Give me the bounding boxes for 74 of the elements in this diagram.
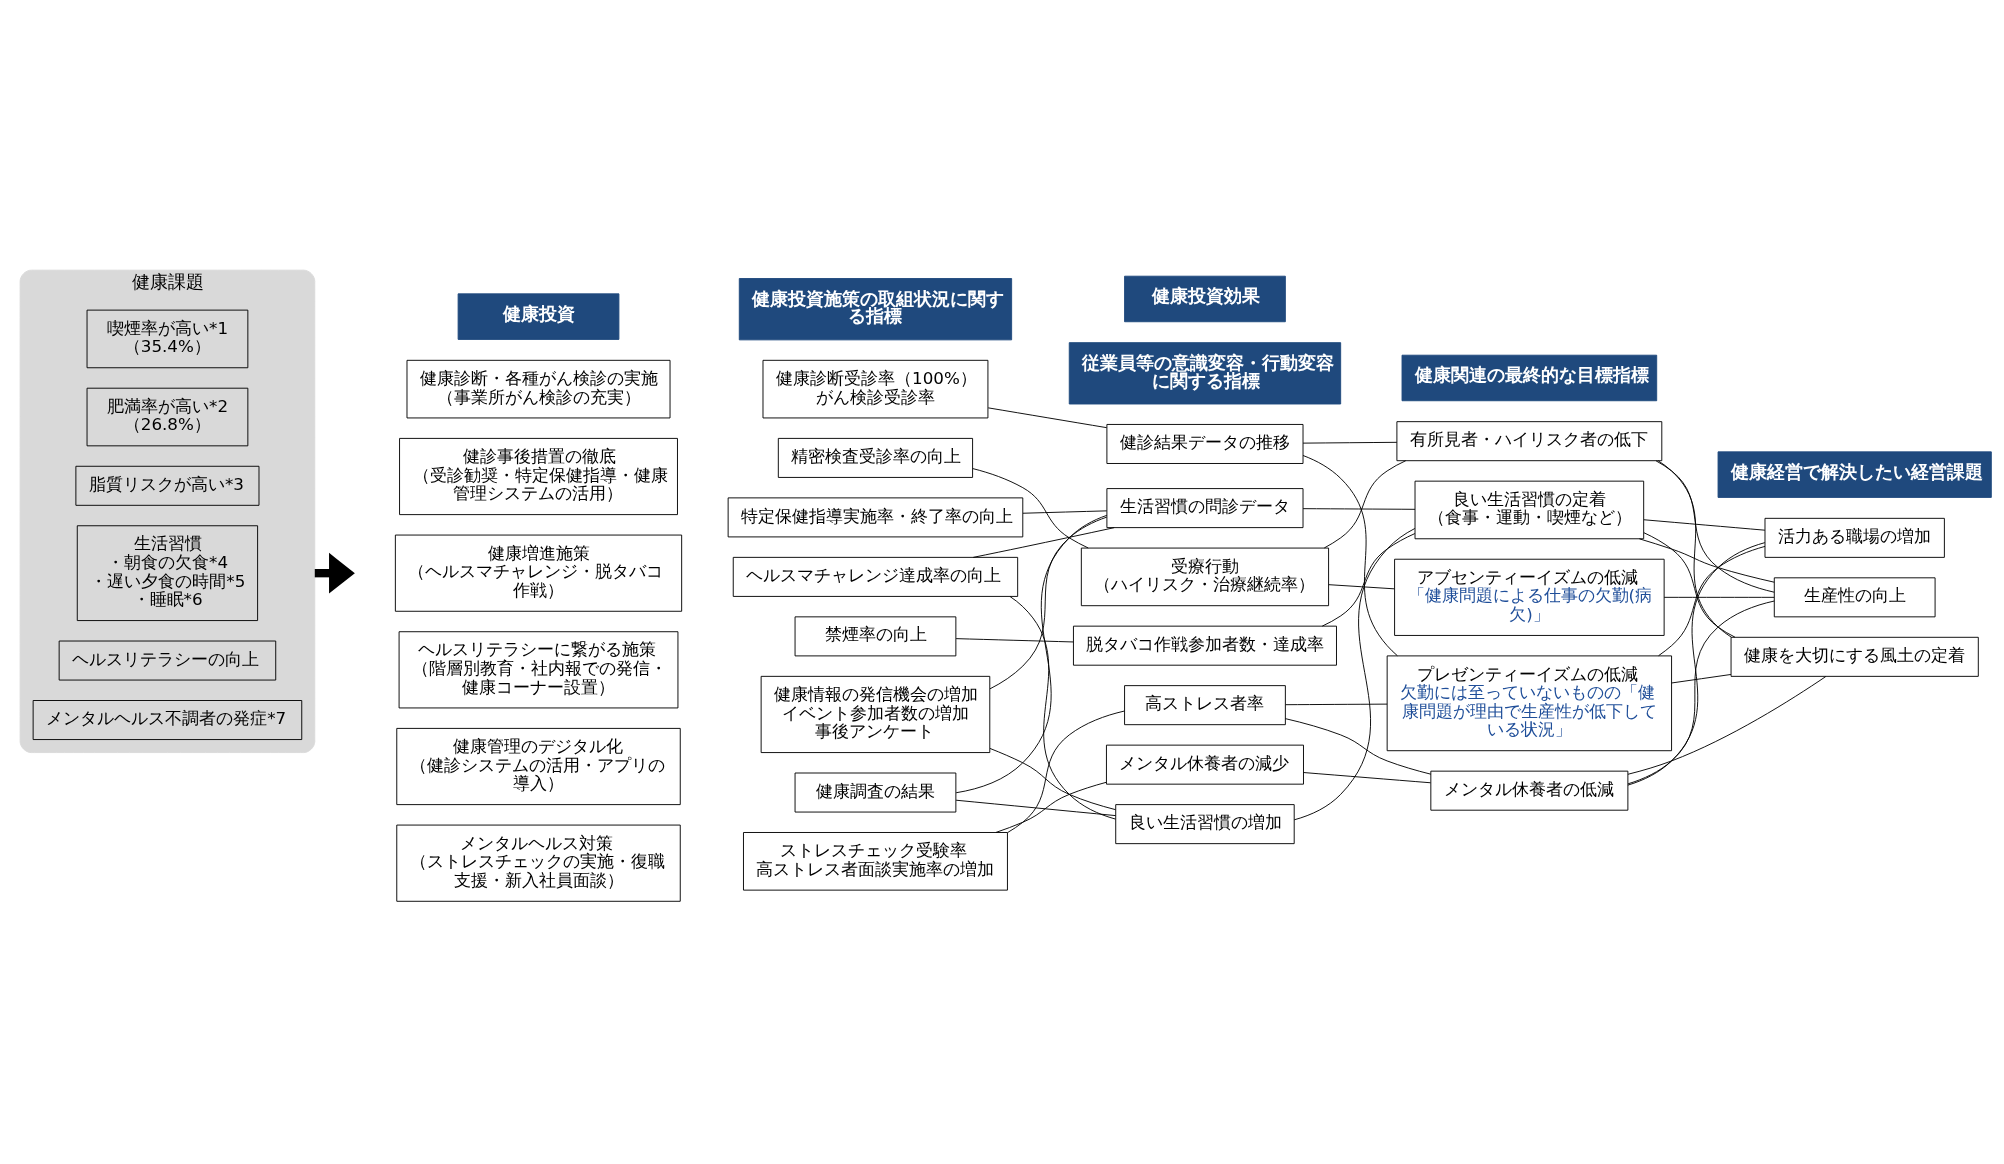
connector <box>1285 703 1388 706</box>
connector <box>1284 718 1432 775</box>
node-box: メンタル休養者の減少 <box>1105 744 1304 785</box>
node-box: 健診事後措置の徹底 （受診勧奨・特定保健指導・健康管理システムの活用） <box>399 437 678 516</box>
connector <box>972 468 1089 549</box>
node-box: 良い生活習慣の増加 <box>1115 804 1295 845</box>
node-box: プレゼンティーイズムの低減 欠勤には至っていないものの「健康問題が理由で生産性が低下している状況」 <box>1386 655 1673 752</box>
connector <box>1321 533 1416 627</box>
node-box: 健診結果データの推移 <box>1106 424 1304 464</box>
node-box: 健康投資 <box>457 293 620 340</box>
connector <box>1627 676 1827 775</box>
node-box: 生活習慣の問診データ <box>1106 488 1304 529</box>
connector <box>1007 710 1125 833</box>
connector <box>1643 532 1736 638</box>
node-box: 精密検査受診率の向上 <box>777 437 974 478</box>
node-box: 健康増進施策 （ヘルスマチャレンジ・脱タバコ作戦） <box>394 534 683 612</box>
connector <box>1302 508 1416 510</box>
node-box: 健康を大切にする風土の定着 <box>1730 636 1979 677</box>
node-box: 従業員等の意識変容・行動変容に関する指標 <box>1068 342 1342 405</box>
node-box: 禁煙率の向上 <box>794 616 957 657</box>
node-box: 高ストレス者率 <box>1124 685 1286 726</box>
connector <box>995 781 1107 833</box>
connector <box>1022 510 1108 514</box>
node-box: 良い生活習慣の定着 （食事・運動・喫煙など） <box>1414 480 1645 540</box>
connector <box>1323 460 1407 549</box>
node-box: ストレスチェック受験率 高ストレス者面談実施率の増加 <box>743 832 1008 891</box>
node-box: 健康調査の結果 <box>794 772 957 813</box>
arrow <box>314 552 355 594</box>
node-box: 肥満率が高い*2 （26.8%） <box>86 387 249 447</box>
node-box: 健康診断受診率（100%） がん検診受診率 <box>762 359 989 419</box>
connector <box>1303 772 1432 784</box>
node-box: アブセンティーイズムの低減 「健康問題による仕事の欠勤(病欠)」 <box>1394 558 1665 636</box>
connector <box>1302 455 1398 657</box>
node-box: 喫煙率が高い*1 （35.4%） <box>86 309 249 369</box>
node-box: 脂質リスクが高い*3 <box>75 465 260 506</box>
node-box: 生活習慣 ・朝食の欠食*4 ・遅い夕食の時間*5 ・睡眠*6 <box>76 525 259 622</box>
node-box: 生産性の向上 <box>1773 577 1936 618</box>
connector <box>1658 545 1766 657</box>
node-box: メンタルヘルス不調者の発症*7 <box>32 700 303 740</box>
node-box: 健康診断・各種がん検診の実施 （事業所がん検診の充実） <box>406 359 671 419</box>
connector <box>1627 600 1775 785</box>
connector <box>1627 542 1766 786</box>
node-box: 脱タバコ作戦参加者数・達成率 <box>1072 625 1337 666</box>
connector <box>989 516 1108 690</box>
node-box: 活力ある職場の増加 <box>1764 517 1945 558</box>
connector <box>955 514 1108 794</box>
connector <box>955 799 1117 817</box>
node-box: ヘルスリテラシーに繋がる施策 （階層別教育・社内報での発信・健康コーナー設置） <box>398 631 679 709</box>
connector <box>955 638 1074 643</box>
connector <box>1657 460 1732 638</box>
connector <box>1655 460 1775 593</box>
node-box: 受療行動 （ハイリスク・治療継続率） <box>1080 547 1330 607</box>
connector <box>1663 596 1775 598</box>
connector <box>1643 519 1766 531</box>
node-box: ヘルスリテラシーの向上 <box>58 640 277 681</box>
connector <box>1009 596 1116 820</box>
node-box: 健康投資施策の取組状況に関する指標 <box>738 278 1013 341</box>
node-box: 健康関連の最終的な目標指標 <box>1401 354 1658 402</box>
node-box: 特定保健指導実施率・終了率の向上 <box>727 497 1024 538</box>
connector <box>1638 538 1775 583</box>
node-box: 有所見者・ハイリスク者の低下 <box>1396 421 1663 462</box>
connector <box>989 747 1116 811</box>
node-box: 健康情報の発信機会の増加 イベント参加者数の増加 事後アンケート <box>760 675 991 754</box>
connector <box>987 407 1108 429</box>
node-box: 健康管理のデジタル化 （健診システムの活用・アプリの導入） <box>396 727 681 806</box>
node-box: ヘルスマチャレンジ達成率の向上 <box>732 556 1019 597</box>
node-box: 健康経営で解決したい経営課題 <box>1717 451 1992 498</box>
connector <box>1302 441 1398 444</box>
connector <box>1293 528 1416 821</box>
node-box: メンタル休養者の低減 <box>1430 770 1629 811</box>
connector <box>1671 674 1732 684</box>
connector <box>1328 584 1395 590</box>
node-box: 健康投資効果 <box>1124 275 1286 323</box>
node-box: メンタルヘルス対策 （ストレスチェックの実施・復職支援・新入社員面談） <box>396 824 681 902</box>
